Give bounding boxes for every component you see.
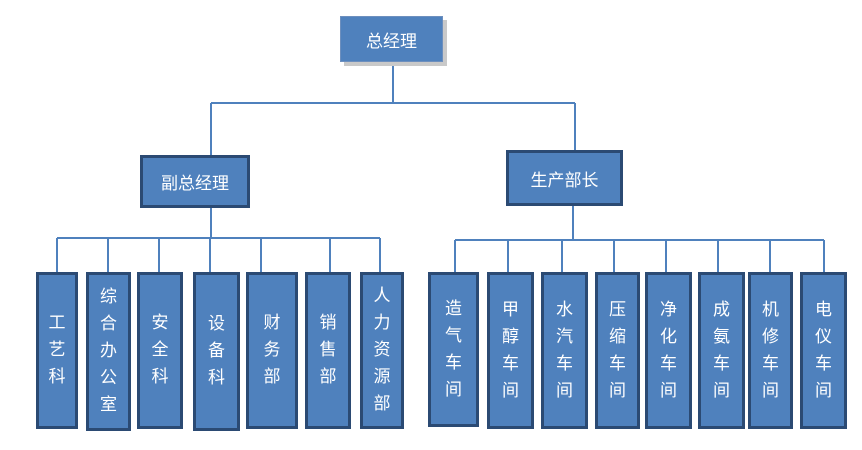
general-manager-label: 总经理 — [366, 31, 417, 52]
dept-sales-box: 销售部 — [305, 272, 351, 429]
dept-finance-box: 财务部 — [246, 272, 298, 429]
production-head-label: 生产部长 — [530, 170, 599, 191]
connector-root — [210, 62, 576, 155]
dept-safety-label: 安全科 — [151, 313, 169, 387]
workshop-gas-making-box: 造气车间 — [428, 272, 479, 427]
dept-equipment-label: 设备科 — [208, 314, 225, 388]
dept-hr-box: 人力资源部 — [360, 272, 404, 429]
workshop-purification-label: 净化车间 — [660, 299, 677, 401]
dept-finance-label: 财务部 — [263, 313, 281, 387]
workshop-methanol-label: 甲醇车间 — [502, 299, 519, 401]
connector-production — [454, 206, 825, 272]
workshop-ammonia-box: 成氨车间 — [698, 272, 745, 429]
production-head-box: 生产部长 — [506, 150, 623, 206]
workshop-electric-instrument-box: 电仪车间 — [800, 272, 847, 429]
workshop-machine-repair-box: 机修车间 — [748, 272, 793, 429]
workshop-machine-repair-label: 机修车间 — [762, 299, 779, 401]
workshop-electric-instrument-label: 电仪车间 — [815, 299, 832, 401]
connector-deputy — [56, 208, 381, 272]
workshop-water-steam-label: 水汽车间 — [556, 299, 573, 401]
workshop-compression-label: 压缩车间 — [609, 299, 626, 401]
workshop-gas-making-label: 造气车间 — [445, 298, 462, 400]
dept-hr-label: 人力资源部 — [373, 286, 391, 414]
deputy-manager-label: 副总经理 — [161, 174, 229, 194]
deputy-manager-box: 副总经理 — [140, 155, 250, 208]
general-manager-box: 总经理 — [340, 16, 443, 62]
dept-sales-label: 销售部 — [319, 313, 337, 387]
dept-craft-label: 工艺科 — [48, 313, 66, 387]
workshop-purification-box: 净化车间 — [645, 272, 692, 429]
workshop-ammonia-label: 成氨车间 — [713, 299, 730, 401]
dept-general-office-box: 综合办公室 — [86, 272, 131, 431]
dept-safety-box: 安全科 — [137, 272, 183, 429]
workshop-water-steam-box: 水汽车间 — [541, 272, 588, 429]
dept-equipment-box: 设备科 — [193, 272, 240, 431]
dept-craft-box: 工艺科 — [36, 272, 78, 429]
dept-general-office-label: 综合办公室 — [100, 287, 117, 415]
workshop-methanol-box: 甲醇车间 — [487, 272, 534, 429]
workshop-compression-box: 压缩车间 — [595, 272, 640, 429]
